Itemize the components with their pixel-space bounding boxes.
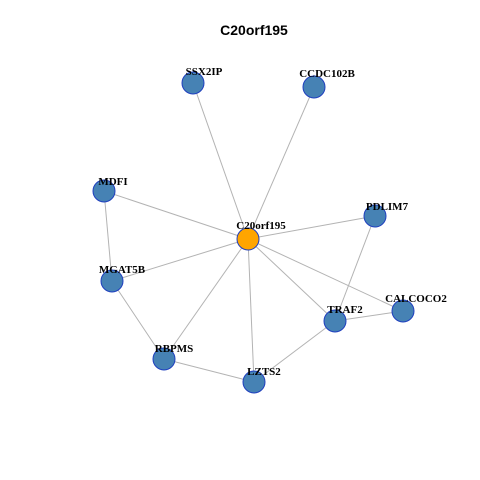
node-mdfi (92, 179, 116, 203)
graph-title: C20orf195 (220, 22, 288, 38)
edge-lzts2-traf2 (253, 320, 336, 383)
node-label-c20orf195: C20orf195 (236, 220, 286, 232)
node-label-ccdc102b: CCDC102B (299, 68, 355, 80)
edge-traf2-pdlim7 (334, 215, 376, 322)
node-rbpms (152, 347, 176, 371)
node-ccdc102b (302, 75, 326, 99)
node-label-rbpms: RBPMS (155, 343, 194, 355)
node-ssx2ip (181, 71, 205, 95)
node-label-mgat5b: MGAT5B (99, 264, 146, 276)
node-lzts2 (242, 370, 266, 394)
edge-c20orf195-traf2 (247, 238, 336, 322)
node-mgat5b (100, 269, 124, 293)
edge-c20orf195-pdlim7 (247, 215, 376, 240)
nodes-layer (92, 71, 415, 394)
node-label-ssx2ip: SSX2IP (186, 66, 223, 78)
edge-c20orf195-mgat5b (111, 238, 249, 282)
edge-mdfi-mgat5b (103, 190, 113, 282)
node-calcoco2 (391, 299, 415, 323)
edge-mgat5b-rbpms (111, 280, 165, 360)
edge-rbpms-lzts2 (163, 358, 255, 383)
node-label-calcoco2: CALCOCO2 (385, 293, 447, 305)
edge-c20orf195-calcoco2 (247, 238, 404, 312)
edge-c20orf195-mdfi (103, 190, 249, 240)
edge-c20orf195-lzts2 (247, 238, 255, 383)
edges-layer (103, 82, 404, 383)
edge-c20orf195-ccdc102b (247, 86, 315, 240)
node-label-pdlim7: PDLIM7 (366, 201, 409, 213)
node-label-mdfi: MDFI (98, 176, 127, 188)
node-c20orf195 (236, 227, 260, 251)
edge-c20orf195-ssx2ip (192, 82, 249, 240)
node-label-traf2: TRAF2 (327, 304, 363, 316)
node-traf2 (323, 309, 347, 333)
edge-c20orf195-rbpms (163, 238, 249, 360)
node-label-lzts2: LZTS2 (247, 366, 281, 378)
node-pdlim7 (363, 204, 387, 228)
